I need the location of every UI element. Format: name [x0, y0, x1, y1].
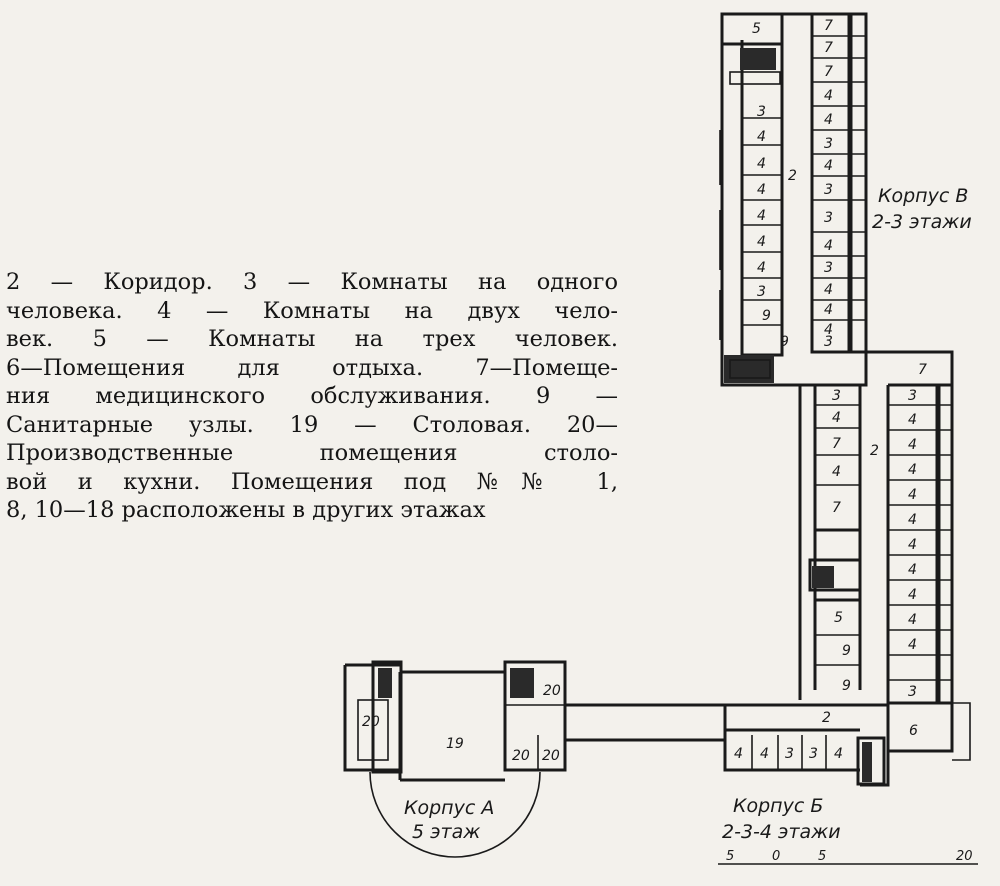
room-label: 3	[824, 210, 833, 226]
room-label: 4	[734, 746, 743, 762]
room-label: 9	[842, 643, 851, 659]
room-label: 20	[362, 714, 380, 730]
room-label: 5	[752, 21, 761, 37]
v-left-dividers	[742, 117, 782, 326]
building-v	[719, 12, 868, 387]
building-a-floors: 5 этаж	[412, 821, 480, 843]
room-label: 5	[834, 610, 843, 626]
room-label: 4	[908, 412, 917, 428]
room-label: 6	[909, 723, 918, 739]
building-a-name: Корпус А	[404, 797, 494, 819]
legend-line: человека. 4 — Комнаты на двух чело-	[6, 297, 618, 324]
room-label: 19	[446, 736, 464, 752]
scale-label: 0	[772, 849, 780, 864]
legend-line: 6—Помещения для отдыха. 7—Помеще-	[6, 354, 618, 381]
building-v-floors: 2-3 этажи	[872, 211, 972, 233]
room-label: 3	[832, 388, 841, 404]
scale-label: 5	[726, 849, 734, 864]
room-label: 7	[832, 500, 841, 516]
legend-line: ния медицинского обслуживания. 9 —	[6, 383, 618, 409]
building-v-name: Корпус В	[878, 185, 968, 207]
room-label: 4	[824, 282, 833, 298]
room-label: 2	[788, 168, 797, 184]
room-label: 4	[908, 512, 917, 528]
room-label: 7	[824, 18, 833, 34]
room-label: 9	[842, 678, 851, 694]
room-label: 3	[824, 260, 833, 276]
legend-line: 8, 10—18 расположены в других этажах	[6, 497, 486, 523]
room-label: 4	[908, 537, 917, 553]
room-label: 4	[824, 302, 833, 318]
room-label: 4	[908, 462, 917, 478]
room-label: 4	[834, 746, 843, 762]
room-label: 7	[918, 362, 927, 378]
room-label: 9	[780, 334, 789, 350]
legend-line: век. 5 — Комнаты на трех человек.	[6, 326, 618, 352]
room-label: 4	[824, 112, 833, 128]
scale-bar: 5 0 5 20	[718, 849, 978, 865]
room-label: 4	[824, 322, 833, 338]
room-label: 4	[908, 612, 917, 628]
room-label: 3	[757, 284, 766, 300]
room-label: 7	[824, 64, 833, 80]
room-label: 3	[908, 684, 917, 700]
room-label: 4	[760, 746, 769, 762]
room-label: 4	[757, 208, 766, 224]
room-label: 3	[809, 746, 818, 762]
room-label: 4	[824, 88, 833, 104]
room-label: 4	[908, 487, 917, 503]
room-label: 4	[757, 260, 766, 276]
room-label: 4	[757, 156, 766, 172]
legend-line: 2 — Коридор. 3 — Комнаты на одного	[6, 269, 618, 295]
room-label: 4	[908, 587, 917, 603]
room-label: 4	[908, 637, 917, 653]
building-b-floors: 2-3-4 этажи	[722, 821, 841, 843]
building-a	[343, 660, 570, 858]
room-label: 3	[824, 136, 833, 152]
room-label: 4	[757, 129, 766, 145]
room-label: 2	[870, 443, 879, 459]
room-label: 4	[824, 158, 833, 174]
legend-line: Производственные помещения столо-	[6, 440, 618, 466]
room-label: 7	[832, 436, 841, 452]
b-lower-dividers	[751, 735, 827, 770]
room-label: 9	[762, 308, 771, 324]
room-label: 4	[832, 410, 841, 426]
room-label: 4	[757, 234, 766, 250]
room-label: 3	[908, 388, 917, 404]
room-label: 3	[785, 746, 794, 762]
room-label: 20	[512, 748, 530, 764]
legend-line: Санитарные узлы. 19 — Столовая. 20—	[6, 411, 618, 438]
room-label: 4	[832, 464, 841, 480]
room-label: 20	[543, 683, 561, 699]
room-labels: 5 3 4 4 4 4 4 4 3 9 9 2 7 7 7 4 4 3 4 3 …	[362, 18, 927, 764]
room-label: 7	[824, 40, 833, 56]
v-right-dividers	[812, 35, 866, 321]
b-upper-left-dividers	[815, 404, 860, 666]
building-captions: Корпус В 2-3 этажи Корпус Б 2-3-4 этажи …	[404, 185, 972, 843]
b-upper-right-dividers	[888, 404, 952, 681]
room-label: 3	[757, 104, 766, 120]
room-label: 2	[822, 710, 831, 726]
room-label: 4	[824, 238, 833, 254]
legend-line: вой и кухни. Помещения под №№ 1,	[6, 468, 618, 495]
room-label: 4	[757, 182, 766, 198]
room-label: 4	[908, 437, 917, 453]
room-label: 3	[824, 182, 833, 198]
building-b-name: Корпус Б	[733, 795, 823, 817]
room-label: 20	[542, 748, 560, 764]
room-label: 3	[824, 334, 833, 350]
scale-label: 20	[956, 849, 973, 864]
legend-text: 2 — Коридор. 3 — Комнаты на одного челов…	[6, 268, 618, 525]
building-b	[570, 350, 971, 787]
scale-label: 5	[818, 849, 826, 864]
room-label: 4	[908, 562, 917, 578]
